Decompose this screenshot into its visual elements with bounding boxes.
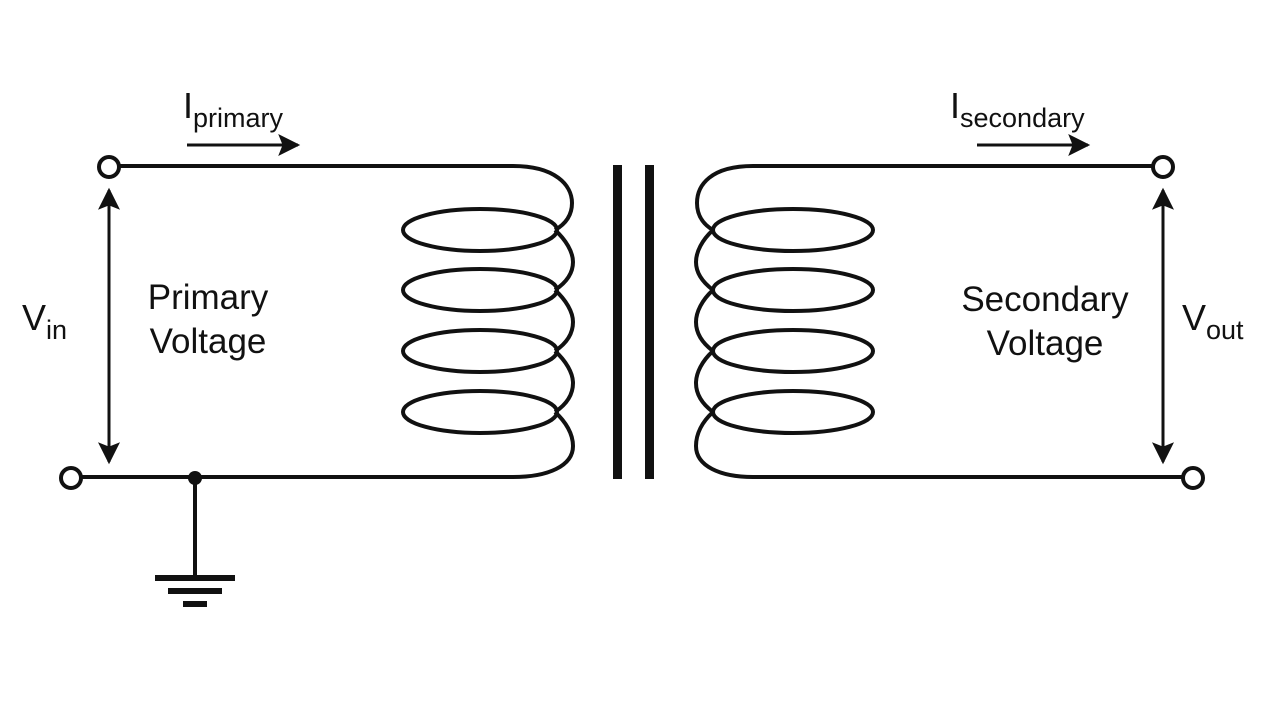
- label-line: Primary: [147, 278, 269, 317]
- secondary-top-terminal: [1151, 155, 1175, 179]
- primary-top-terminal: [97, 155, 121, 179]
- secondary-coil: [693, 164, 875, 479]
- vout-label: Vout: [1182, 297, 1244, 344]
- primary-coil: [401, 164, 576, 479]
- current-symbol: I: [183, 85, 194, 126]
- secondary-bottom-terminal: [1181, 466, 1205, 490]
- current-subscript: primary: [193, 103, 284, 133]
- label-line: Voltage: [986, 324, 1104, 363]
- vin-label: Vin: [22, 297, 67, 344]
- junction-dot: [188, 471, 202, 485]
- primary-current-label: Iprimary: [183, 85, 283, 132]
- primary-bottom-terminal: [59, 466, 83, 490]
- secondary-current-label: Isecondary: [950, 85, 1085, 132]
- transformer-core: [613, 165, 654, 479]
- ground-symbol: [155, 575, 235, 607]
- voltage-subscript: in: [46, 315, 68, 345]
- secondary-voltage-label: Secondary Voltage: [940, 278, 1150, 366]
- label-line: Secondary: [961, 280, 1129, 319]
- primary-voltage-label: Primary Voltage: [128, 276, 288, 364]
- voltage-symbol: V: [1182, 297, 1207, 338]
- voltage-symbol: V: [22, 297, 47, 338]
- current-subscript: secondary: [960, 103, 1085, 133]
- voltage-subscript: out: [1206, 315, 1244, 345]
- current-symbol: I: [950, 85, 961, 126]
- label-line: Voltage: [149, 322, 267, 361]
